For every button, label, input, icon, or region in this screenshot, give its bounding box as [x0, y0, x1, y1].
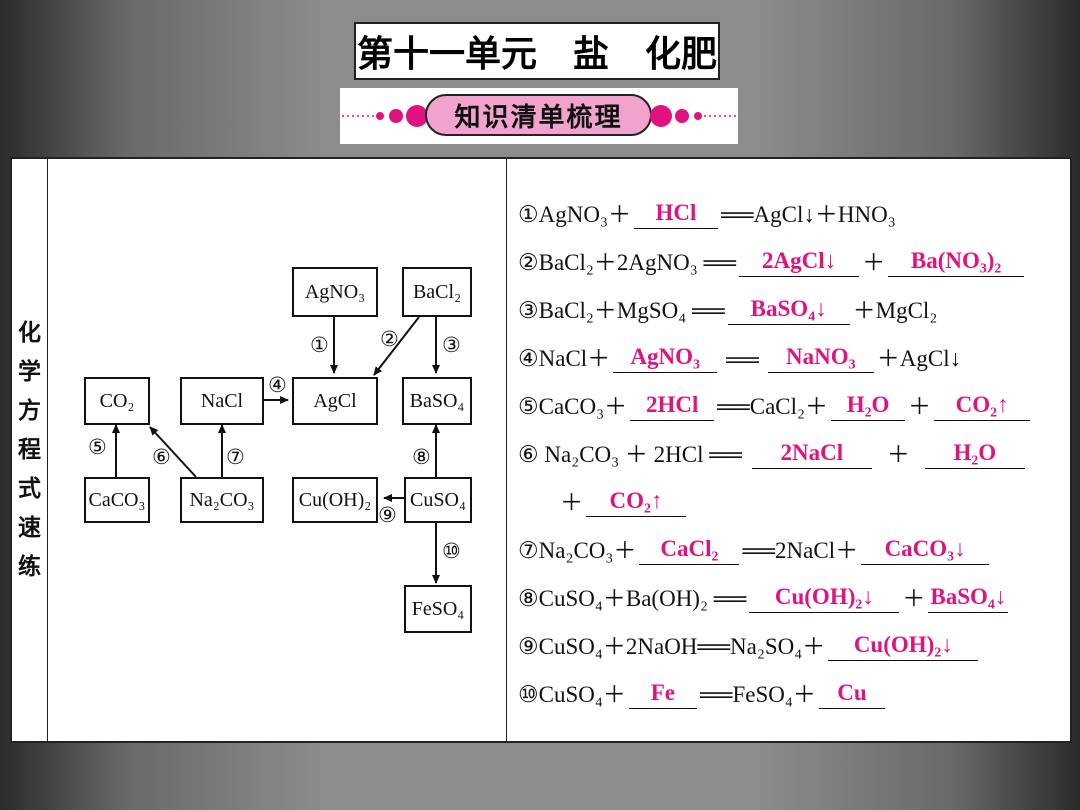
side-char: 速 — [18, 514, 41, 541]
equation-10: ⑩CuSO₄＋ Fe ══FeSO₄＋ Cu — [518, 673, 888, 709]
answer-blank: H₂O — [831, 392, 906, 421]
eq-text: ＋ — [908, 394, 932, 419]
node-agno3: AgNO₃ — [292, 267, 378, 317]
answer-blank: AgNO₃ — [613, 344, 718, 373]
eq-text: ⑩CuSO₄＋ — [518, 682, 626, 707]
equation-4: ④NaCl＋ AgNO₃ ══ NaNO₃ ＋AgCl↓ — [518, 337, 961, 373]
side-label: 化 学 方 程 式 速 练 — [12, 159, 48, 741]
label-6: ⑥ — [152, 445, 171, 469]
answer-blank: Fe — [628, 680, 697, 709]
answer-blank: Cu(OH)₂↓ — [828, 632, 979, 661]
arrow-6 — [149, 426, 197, 478]
equation-6: ⑥ Na₂CO₃ ＋ 2HCl ══ 2NaCl ＋ H₂O — [518, 433, 1028, 469]
answer-blank: Cu(OH)₂↓ — [749, 584, 900, 613]
banner-label: 知识清单梳理 — [425, 94, 652, 136]
eq-text: ══CaCl₂＋ — [717, 394, 829, 419]
content-panel: 化 学 方 程 式 速 练 — [10, 157, 1072, 743]
label-8: ⑧ — [412, 445, 431, 469]
answer-blank: BaSO₄↓ — [928, 584, 1009, 613]
arrow-2 — [373, 316, 420, 376]
answer-blank: H₂O — [924, 440, 1025, 469]
node-cuoh2: Cu(OH)₂ — [292, 477, 378, 523]
equation-2: ②BaCl₂＋2AgNO₃ ══ 2AgCl↓ ＋ Ba(NO₃)₂ — [518, 241, 1027, 277]
page-title: 第十一单元 盐 化肥 — [354, 22, 720, 80]
eq-text: ＋AgCl↓ — [876, 346, 962, 371]
dots-decoration-right-icon — [650, 105, 736, 127]
node-co2: CO₂ — [84, 377, 150, 425]
equation-9: ⑨CuSO₄＋2NaOH══Na₂SO₄＋ Cu(OH)₂↓ — [518, 625, 981, 661]
label-5: ⑤ — [88, 435, 107, 459]
eq-text: ＋ — [886, 442, 910, 467]
eq-text: ⑤CaCO₃＋ — [518, 394, 628, 419]
label-9: ⑨ — [378, 503, 397, 527]
equation-7: ⑦Na₂CO₃＋ CaCl₂ ══2NaCl＋ CaCO₃↓ — [518, 529, 992, 565]
answer-blank: Ba(NO₃)₂ — [888, 248, 1025, 277]
side-char: 化 — [18, 319, 41, 346]
side-char: 式 — [18, 475, 41, 502]
eq-text: ⑦Na₂CO₃＋ — [518, 538, 637, 563]
answer-blank: CaCl₂ — [639, 536, 740, 565]
equation-1: ①AgNO₃＋ HCl ══AgCl↓＋HNO₃ — [518, 193, 896, 229]
node-baso4: BaSO₄ — [402, 377, 472, 425]
eq-text: ①AgNO₃＋ — [518, 202, 631, 227]
eq-text: ③BaCl₂＋MgSO₄ ══ — [518, 298, 725, 323]
section-banner: 知识清单梳理 — [340, 88, 738, 144]
reaction-diagram: AgNO₃ BaCl₂ CO₂ NaCl AgCl BaSO₄ CaCO₃ Na… — [48, 159, 506, 741]
node-feso4: FeSO₄ — [404, 585, 472, 633]
eq-text: ⑧CuSO₄＋Ba(OH)₂ ══ — [518, 586, 747, 611]
side-char: 学 — [18, 358, 41, 385]
node-cuso4: CuSO₄ — [404, 477, 472, 523]
eq-text: ＋ — [902, 586, 926, 611]
reaction-arrows — [112, 316, 440, 584]
node-agcl: AgCl — [292, 377, 378, 425]
answer-blank: NaNO₃ — [767, 344, 874, 373]
answer-blank: 2AgCl↓ — [739, 248, 860, 277]
eq-text: ══ — [726, 347, 759, 372]
eq-text: ══FeSO₄＋ — [699, 682, 816, 707]
equation-6-cont: ＋ CO₂↑ — [560, 481, 689, 517]
side-char: 方 — [18, 397, 41, 424]
node-nacl: NaCl — [180, 377, 264, 425]
equation-8: ⑧CuSO₄＋Ba(OH)₂ ══ Cu(OH)₂↓ ＋ BaSO₄↓ — [518, 577, 1011, 613]
equation-3: ③BaCl₂＋MgSO₄ ══ BaSO₄↓ ＋MgCl₂ — [518, 289, 937, 325]
label-7: ⑦ — [226, 445, 245, 469]
eq-text: ⑨CuSO₄＋2NaOH══Na₂SO₄＋ — [518, 634, 826, 659]
label-4: ④ — [268, 373, 287, 397]
answer-blank: 2HCl — [630, 392, 715, 421]
answer-blank: BaSO₄↓ — [727, 296, 850, 325]
answer-blank: CO₂↑ — [586, 488, 686, 517]
eq-text: ══2NaCl＋ — [742, 538, 859, 563]
eq-text: ②BaCl₂＋2AgNO₃ ══ — [518, 250, 737, 275]
label-2: ② — [380, 327, 399, 351]
dots-decoration-left-icon — [342, 105, 428, 127]
node-bacl2: BaCl₂ — [402, 267, 472, 317]
answer-blank: CO₂↑ — [934, 392, 1031, 421]
answer-blank: Cu — [818, 680, 885, 709]
eq-text: ＋ — [560, 490, 583, 515]
answer-blank: CaCO₃↓ — [861, 536, 990, 565]
eq-text: ④NaCl＋ — [518, 346, 611, 371]
side-char: 程 — [18, 436, 41, 463]
eq-text: ══AgCl↓＋HNO₃ — [720, 202, 896, 227]
eq-text: ⑥ Na₂CO₃ ＋ 2HCl ══ — [518, 442, 742, 467]
label-3: ③ — [442, 333, 461, 357]
label-1: ① — [310, 333, 329, 357]
node-na2co3: Na₂CO₃ — [180, 477, 264, 523]
node-caco3: CaCO₃ — [84, 477, 150, 523]
side-char: 练 — [18, 553, 41, 580]
eq-text: ＋ — [862, 250, 886, 275]
label-10: ⑩ — [442, 539, 461, 563]
eq-text: ＋MgCl₂ — [852, 298, 938, 323]
answer-blank: HCl — [633, 200, 718, 229]
column-divider — [506, 159, 507, 741]
answer-blank: 2NaCl — [751, 440, 872, 469]
equation-5: ⑤CaCO₃＋ 2HCl ══CaCl₂＋ H₂O ＋ CO₂↑ — [518, 385, 1033, 421]
